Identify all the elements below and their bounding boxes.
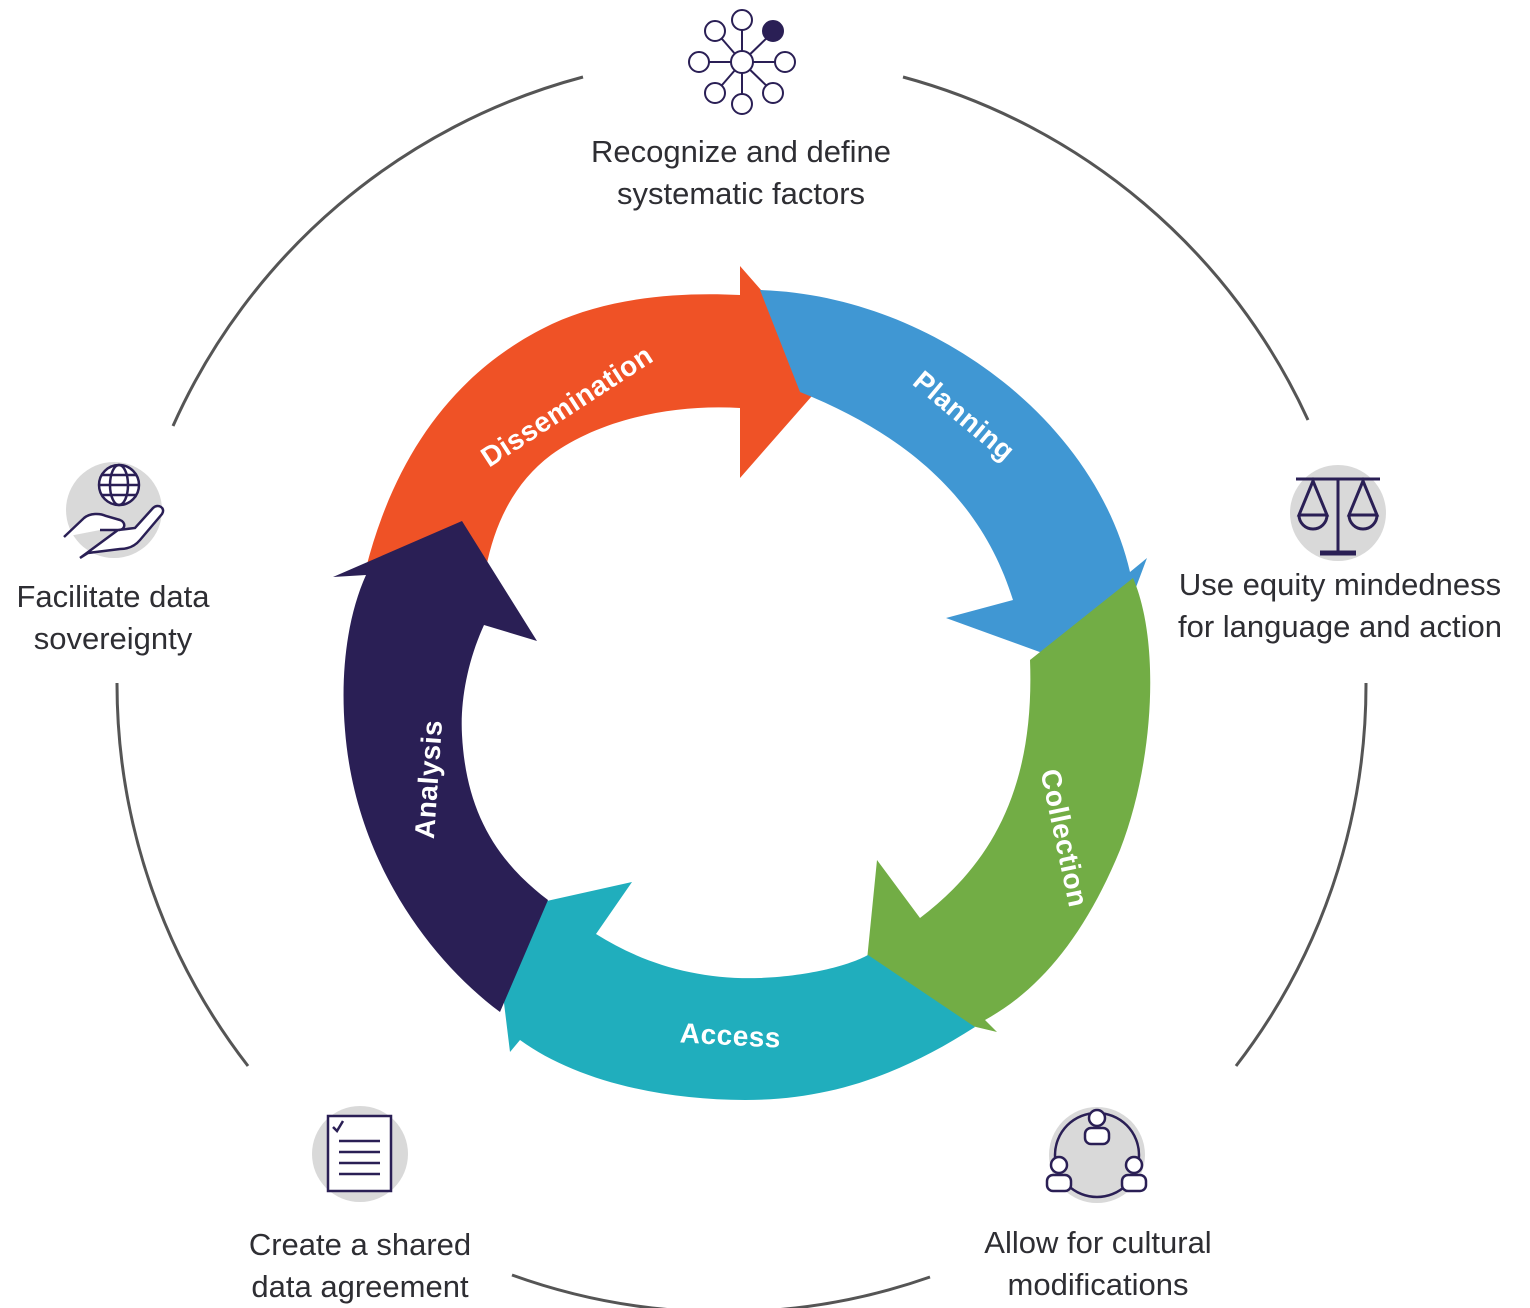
caption-line: for language and action [1177,609,1503,644]
analysis-arrow [333,521,548,1012]
planning-arrow [760,290,1147,675]
outer-ring-arc [171,75,584,427]
outer-ring-arc [902,75,1310,421]
hand-globe-icon [63,462,165,560]
collection-arrow [863,578,1151,1032]
cycle-arrows [333,266,1151,1100]
caption-line: Create a shared [248,1227,472,1262]
caption-line: Recognize and define [591,134,891,169]
outer-ring-arc [1234,682,1368,1067]
dissemination-arrow [366,266,833,568]
outer-ring-arc [115,682,250,1067]
caption-cultural: Allow for cultural modifications [948,1222,1248,1306]
network-nodes-icon [688,9,796,115]
caption-sovereignty: Facilitate data sovereignty [0,576,226,660]
caption-equity: Use equity mindedness for language and a… [1160,564,1520,648]
caption-line: modifications [1007,1267,1189,1302]
checklist-document-icon [312,1106,408,1202]
caption-line: systematic factors [616,176,866,211]
outer-ring [115,75,1368,1308]
caption-line: sovereignty [33,621,193,656]
caption-recognize: Recognize and define systematic factors [541,131,941,215]
access-label: Access [679,1017,782,1053]
caption-line: data agreement [251,1269,469,1304]
caption-line: Use equity mindedness [1178,567,1502,602]
access-arrow [493,882,975,1100]
balance-scale-icon [1290,465,1386,561]
people-circle-icon [1045,1107,1148,1203]
outer-ring-arc [511,1273,931,1308]
caption-line: Allow for cultural [984,1225,1212,1260]
caption-line: Facilitate data [16,579,210,614]
caption-agreement: Create a shared data agreement [210,1224,510,1308]
